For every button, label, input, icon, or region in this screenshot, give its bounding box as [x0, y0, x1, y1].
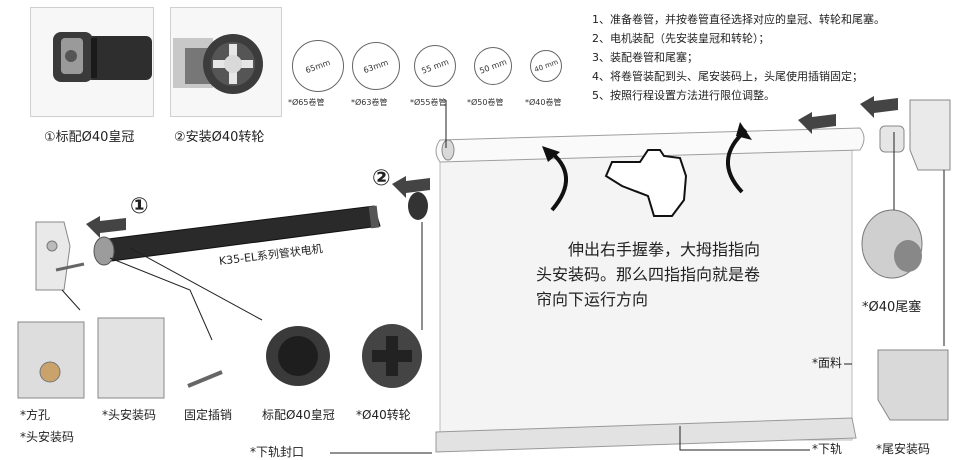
assembly-steps: 1、准备卷管，并按卷管直径选择对应的皇冠、转轮和尾塞。 2、电机装配（先安装皇冠…: [592, 10, 952, 105]
label-fabric: *面料: [812, 354, 842, 371]
step-4: 4、将卷管装配到头、尾安装码上，头尾使用插销固定；: [592, 70, 863, 83]
instruction-line-3: 帘向下运行方向: [536, 290, 649, 309]
asterisk-mark: *: [20, 430, 26, 444]
fabric-label: 面料: [818, 356, 843, 370]
asterisk-mark: *: [812, 442, 818, 456]
label-end-plug: *Ø40尾塞: [862, 296, 921, 315]
tube-50-ring: 50 mm: [474, 47, 512, 85]
tube-63-caption: *Ø63卷管: [351, 98, 388, 107]
wheel-photo: [170, 7, 282, 117]
asterisk-mark: *: [876, 442, 882, 456]
wheel-label: Ø40转轮: [362, 408, 411, 422]
label-bottom-rail: *下轨: [812, 440, 842, 457]
label-wheel: *Ø40转轮: [356, 406, 411, 423]
hand-icon: [604, 149, 688, 217]
tube-40-ring: 40 mm: [530, 50, 562, 82]
asterisk-mark: *: [20, 408, 26, 422]
bottom-cap-label: 下轨封口: [256, 445, 305, 459]
asterisk-mark: *: [102, 408, 108, 422]
label-head-bracket-2: *头安装码: [20, 428, 74, 445]
step-1: 1、准备卷管，并按卷管直径选择对应的皇冠、转轮和尾塞。: [592, 13, 885, 26]
tail-bracket-label: 尾安装码: [882, 442, 931, 456]
step-5: 5、按照行程设置方法进行限位调整。: [592, 89, 775, 102]
tube-40-caption: *Ø40卷管: [525, 98, 562, 107]
tube-sizes: 65mm 63mm 55 mm 50 mm 40 mm: [288, 38, 578, 108]
step-2: 2、电机装配（先安装皇冠和转轮）；: [592, 32, 770, 45]
label-tail-bracket: *尾安装码: [876, 440, 930, 457]
tube-65-ring: 65mm: [292, 40, 344, 92]
end-plug-label: Ø40尾塞: [868, 300, 922, 315]
label-square-hole: *方孔: [20, 406, 50, 423]
marker-one: ①: [130, 194, 149, 219]
asterisk-mark: *: [862, 300, 869, 315]
marker-two: ②: [372, 166, 391, 191]
tube-55-ring: 55 mm: [414, 45, 456, 87]
tube-63-ring: 63mm: [352, 42, 400, 90]
asterisk-mark: *: [250, 445, 256, 459]
wheel-photo-caption: ②安装Ø40转轮: [174, 130, 265, 145]
head-bracket-label: 头安装码: [108, 408, 157, 422]
label-head-bracket: *头安装码: [102, 406, 156, 423]
tube-65-caption: *Ø65卷管: [288, 98, 325, 107]
crown-photo-caption: ①标配Ø40皇冠: [44, 130, 135, 145]
tube-50-caption: *Ø50卷管: [467, 98, 504, 107]
bottom-rail-label: 下轨: [818, 442, 843, 456]
direction-instruction: 伸出右手握拳，大拇指指向 头安装码。那么四指指向就是卷 帘向下运行方向: [536, 237, 826, 312]
label-crown: 标配Ø40皇冠: [262, 408, 335, 422]
instruction-line-1: 伸出右手握拳，大拇指指向: [568, 240, 761, 259]
label-fixing-pin: 固定插销: [184, 408, 233, 422]
crown-photo: [30, 7, 154, 117]
head-bracket-2-label: 头安装码: [26, 430, 75, 444]
asterisk-mark: *: [812, 356, 818, 370]
asterisk-mark: *: [356, 408, 362, 422]
crown-motor-illustration: [53, 32, 152, 82]
wheel-illustration: [173, 34, 263, 94]
square-hole-label: 方孔: [26, 408, 51, 422]
label-bottom-cap: *下轨封口: [250, 443, 304, 460]
step-3: 3、装配卷管和尾塞；: [592, 51, 698, 64]
tube-55-caption: *Ø55卷管: [410, 98, 447, 107]
instruction-line-2: 头安装码。那么四指指向就是卷: [536, 265, 761, 284]
